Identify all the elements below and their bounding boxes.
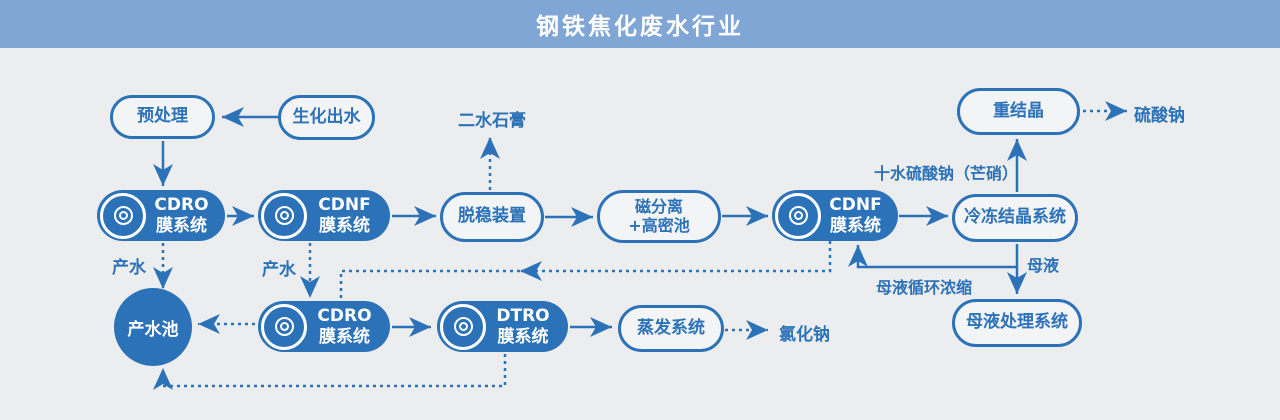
node-label: 脱稳装置 bbox=[458, 206, 526, 227]
concentric-circles-icon bbox=[261, 192, 307, 239]
concentric-circles-icon bbox=[100, 192, 146, 239]
concentric-circles-icon bbox=[775, 192, 821, 239]
node-magnetic-separation: 磁分离+高密池 bbox=[597, 190, 721, 243]
output-label-sodium-sulfate: 硫酸钠 bbox=[1134, 106, 1185, 126]
node-evaporation: 蒸发系统 bbox=[618, 305, 724, 352]
header-bar: 钢铁焦化废水行业 bbox=[0, 0, 1280, 48]
node-recrystallization: 重结晶 bbox=[957, 88, 1080, 135]
node-freeze-crystallization: 冷冻结晶系统 bbox=[952, 194, 1078, 242]
node-label: 蒸发系统 bbox=[637, 317, 705, 338]
page-title: 钢铁焦化废水行业 bbox=[536, 14, 744, 40]
node-label: 冷冻结晶系统 bbox=[964, 207, 1066, 228]
line-concentrate-to-cdro2 bbox=[339, 269, 520, 299]
arrow-dtro-to-pool-loop bbox=[153, 354, 507, 390]
edge-label-product-water-1: 产水 bbox=[112, 258, 146, 278]
node-label: 重结晶 bbox=[993, 100, 1044, 121]
concentric-circles-icon bbox=[261, 303, 307, 350]
output-label-sodium-chloride: 氯化钠 bbox=[779, 325, 830, 345]
node-product-water-pool: 产水池 bbox=[114, 288, 192, 366]
node-biochemical-effluent: 生化出水 bbox=[278, 95, 375, 140]
node-label: 生化出水 bbox=[292, 106, 361, 127]
edge-label-mother-liquor: 母液 bbox=[1027, 256, 1060, 275]
edge-label-glauber-salt: 十水硫酸钠（芒硝） bbox=[874, 164, 1019, 183]
edge-label-product-water-2: 产水 bbox=[262, 260, 296, 280]
edge-label-mother-liquor-recycle: 母液循环浓缩 bbox=[876, 278, 973, 297]
node-label: 磁分离+高密池 bbox=[628, 197, 690, 235]
node-label: 产水池 bbox=[127, 319, 179, 340]
node-mother-liquor-treatment: 母液处理系统 bbox=[952, 299, 1082, 347]
output-label-gypsum: 二水石膏 bbox=[458, 111, 526, 131]
node-pretreatment: 预处理 bbox=[110, 95, 215, 139]
arrow-recycle-to-cdnf2 bbox=[848, 245, 1017, 269]
arrow-cdnf2-concentrate-left bbox=[520, 241, 832, 281]
node-label: 预处理 bbox=[137, 106, 188, 127]
concentric-circles-icon bbox=[440, 303, 486, 350]
node-label: 母液处理系统 bbox=[966, 312, 1068, 333]
node-destabilization: 脱稳装置 bbox=[440, 192, 544, 242]
